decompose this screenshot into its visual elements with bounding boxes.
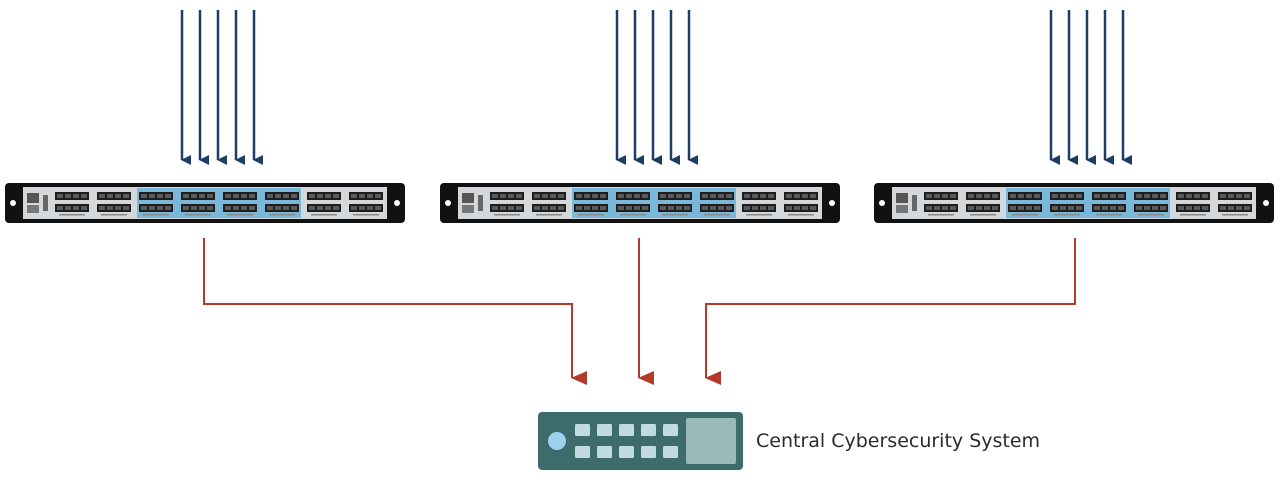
incoming-arrows-right xyxy=(1049,10,1132,165)
port-block xyxy=(265,192,299,216)
port-block xyxy=(1218,192,1252,216)
mgmt-port xyxy=(896,193,908,203)
status-led xyxy=(548,432,566,450)
network-switch-right xyxy=(874,183,1274,223)
port-block xyxy=(966,192,1000,216)
mount-hole xyxy=(10,200,16,206)
port-block xyxy=(490,192,524,216)
usb-port xyxy=(912,195,917,211)
port-block xyxy=(223,192,257,216)
port-block xyxy=(924,192,958,216)
port-block xyxy=(658,192,692,216)
port-block xyxy=(139,192,173,216)
port-block xyxy=(1008,192,1042,216)
port-block xyxy=(181,192,215,216)
incoming-arrows-left xyxy=(180,10,263,165)
mount-hole xyxy=(879,200,885,206)
incoming-arrows-center xyxy=(615,10,698,165)
port-block xyxy=(55,192,89,216)
port-block xyxy=(1092,192,1126,216)
port-block xyxy=(97,192,131,216)
mgmt-port xyxy=(896,205,908,213)
mgmt-port xyxy=(462,205,474,213)
port-block xyxy=(700,192,734,216)
network-switch-center xyxy=(440,183,840,223)
port-block xyxy=(532,192,566,216)
port-block xyxy=(1134,192,1168,216)
mgmt-port xyxy=(27,205,39,213)
mount-hole xyxy=(394,200,400,206)
link-right-to-central xyxy=(705,238,1076,385)
port-block xyxy=(742,192,776,216)
display-panel xyxy=(686,418,736,464)
port-block xyxy=(1050,192,1084,216)
central-system-label: Central Cybersecurity System xyxy=(756,430,1041,452)
network-switch-left xyxy=(5,183,405,223)
mount-hole xyxy=(829,200,835,206)
link-left-to-central xyxy=(203,238,587,385)
usb-port xyxy=(478,195,483,211)
port-block xyxy=(349,192,383,216)
port-block xyxy=(784,192,818,216)
port-block xyxy=(616,192,650,216)
port-block xyxy=(574,192,608,216)
mgmt-port xyxy=(27,193,39,203)
port-block xyxy=(1176,192,1210,216)
mgmt-port xyxy=(462,193,474,203)
usb-port xyxy=(43,195,48,211)
central-system-icon xyxy=(538,412,743,470)
mount-hole xyxy=(1263,200,1269,206)
mount-hole xyxy=(445,200,451,206)
outgoing-arrows xyxy=(203,238,1076,385)
port-block xyxy=(307,192,341,216)
